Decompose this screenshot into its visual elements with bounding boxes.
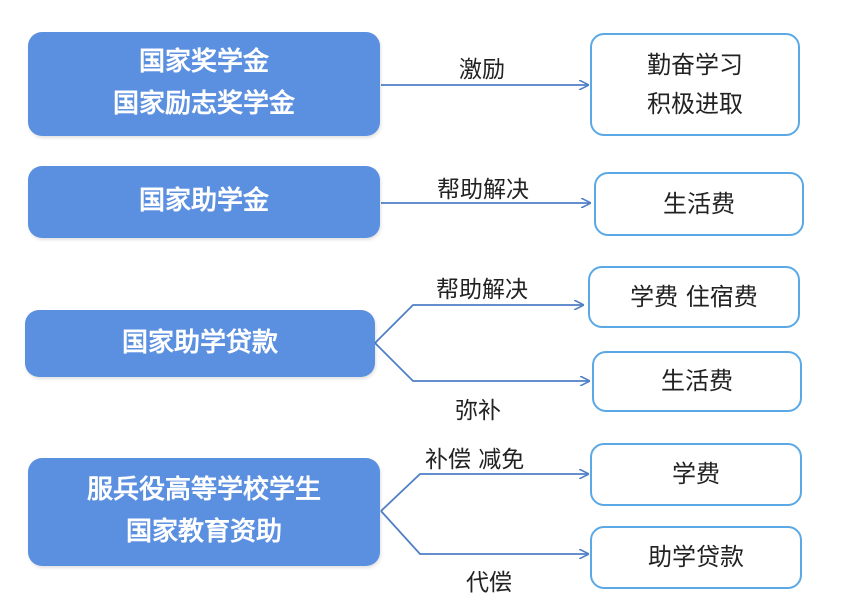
box-military-education-aid-line1: 服兵役高等学校学生 (86, 475, 321, 506)
box-student-loan-repayment: 助学贷款 (590, 526, 802, 589)
arrow-military-top (380, 474, 588, 512)
arrow-loan-top (374, 305, 583, 344)
box-study-hard-line2: 积极进取 (647, 89, 743, 118)
box-tuition-accommodation: 学费 住宿费 (588, 266, 800, 328)
box-living-expenses-loan: 生活费 (592, 351, 802, 412)
edge-label-compensate-reduce: 补偿 减免 (425, 447, 525, 473)
box-military-education-aid: 服兵役高等学校学生 国家教育资助 (28, 458, 380, 566)
box-living-expenses-grant: 生活费 (594, 172, 804, 236)
box-tuition-accommodation-label: 学费 住宿费 (630, 282, 758, 311)
edge-label-incentive: 激励 (459, 57, 505, 83)
box-tuition-label: 学费 (672, 460, 720, 489)
box-national-grant-label: 国家助学金 (138, 186, 269, 217)
edge-label-compensate: 弥补 (455, 398, 501, 424)
box-national-student-loan-label: 国家助学贷款 (121, 327, 278, 358)
box-living-expenses-loan-label: 生活费 (661, 367, 733, 396)
box-study-hard: 勤奋学习 积极进取 (590, 33, 800, 136)
box-study-hard-line1: 勤奋学习 (647, 51, 743, 80)
edge-label-repay: 代偿 (466, 570, 512, 596)
box-national-grant: 国家助学金 (28, 166, 380, 238)
arrow-loan-bottom (374, 342, 589, 381)
box-living-expenses-grant-label: 生活费 (663, 189, 735, 218)
edge-label-help-solve-grant: 帮助解决 (437, 177, 529, 203)
arrow-military-bottom (380, 510, 588, 554)
box-national-scholarship-line2: 国家励志奖学金 (112, 89, 295, 119)
box-national-scholarship-line1: 国家奖学金 (138, 47, 269, 78)
edge-label-help-solve-loan: 帮助解决 (436, 277, 528, 303)
box-national-scholarship: 国家奖学金 国家励志奖学金 (28, 32, 380, 136)
box-national-student-loan: 国家助学贷款 (25, 310, 375, 377)
box-tuition: 学费 (590, 443, 802, 506)
box-military-education-aid-line2: 国家教育资助 (125, 517, 282, 547)
box-student-loan-repayment-label: 助学贷款 (648, 543, 744, 572)
